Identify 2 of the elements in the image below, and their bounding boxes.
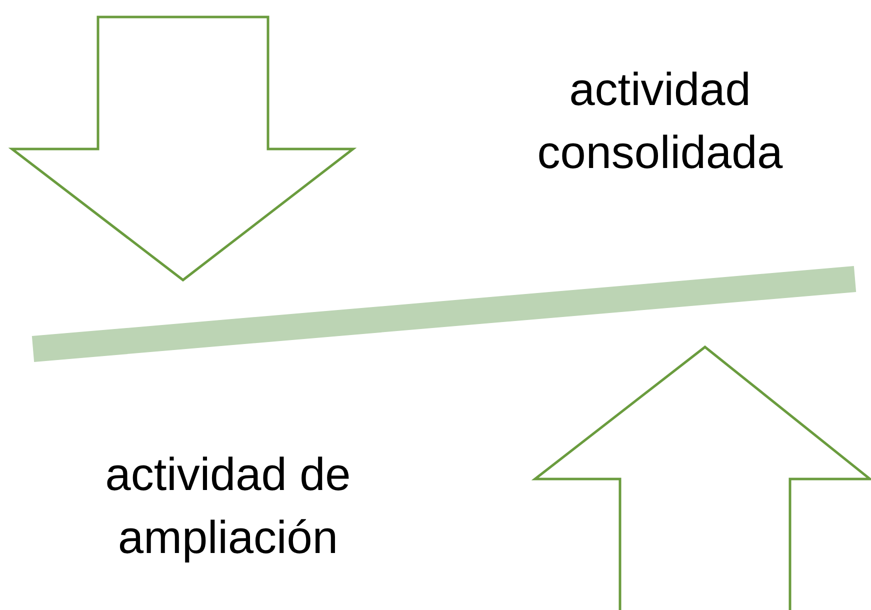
text-label: actividad consolidada xyxy=(536,62,784,180)
text-label: actividad de ampliación xyxy=(104,447,352,565)
